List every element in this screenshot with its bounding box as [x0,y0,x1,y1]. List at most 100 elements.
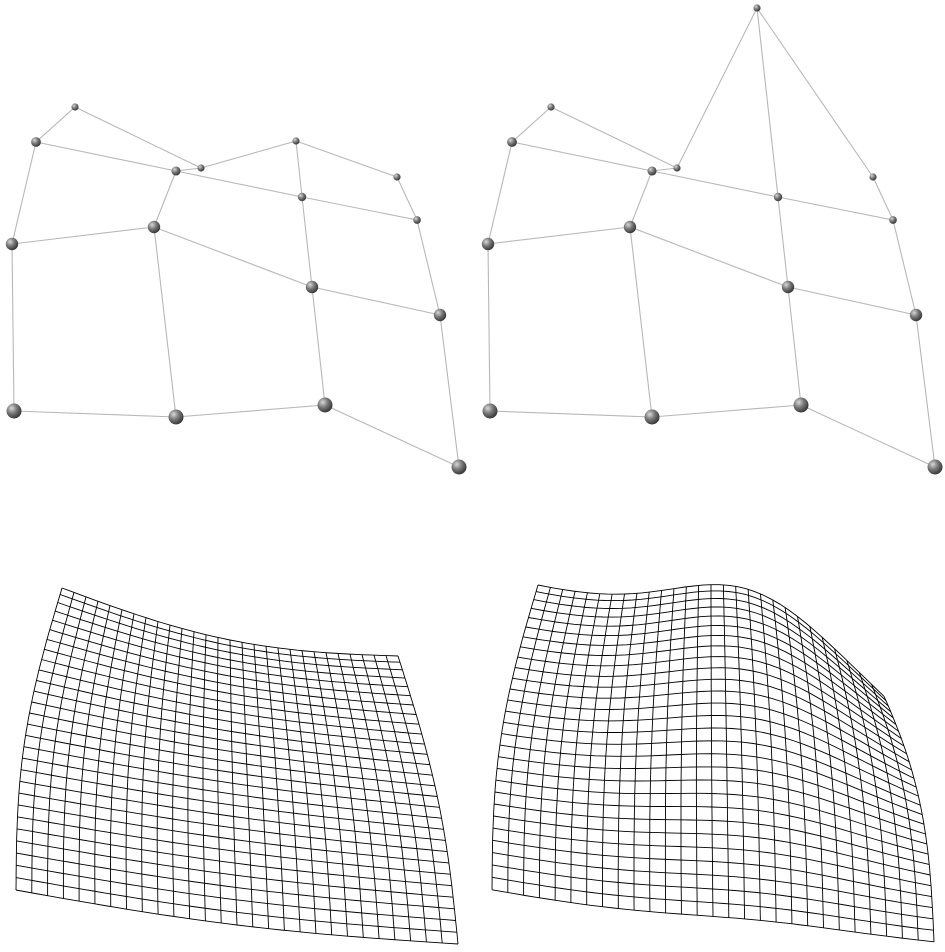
net-edge [153,226,313,288]
mesh-line-v [496,767,926,835]
control-point-sphere [909,308,923,322]
mesh-line-u [277,647,301,932]
mesh-line-u [538,591,576,898]
mesh-line-v [19,780,446,841]
control-point-sphere [673,164,681,172]
control-point-sphere [171,166,181,176]
control-point-sphere [507,137,517,147]
mesh-line-v [44,648,417,715]
mesh-line-u [664,588,675,913]
control-point-sphere [889,216,897,224]
mesh-line-v [61,587,399,657]
net-edge [153,170,177,228]
mesh-line-v [509,688,912,771]
control-point-sphere [292,137,300,145]
mesh-line-u [680,586,687,915]
mesh-line-u [397,655,459,945]
mesh-line-u [649,590,663,912]
mesh-line-v [49,629,411,697]
control-point-sphere [433,308,447,322]
net-edge [295,140,398,178]
mesh-line-v [528,615,894,719]
net-edge [787,286,802,406]
net-edge [153,226,177,418]
mesh-line-v [36,679,425,745]
control-point-sphere [317,397,333,413]
mesh-line-u [301,650,333,935]
control-point-sphere [147,220,161,234]
net-edge [777,196,894,221]
mesh-line-v [16,840,454,898]
control-point-sphere [623,220,637,234]
net-edge [35,106,76,143]
surface-mesh-modified [491,584,935,943]
surface-mesh-original [15,587,459,945]
control-point-sphere [481,237,495,251]
net-edge [311,286,326,406]
mesh-line-v [536,590,887,701]
net-edge [777,196,789,288]
control-point-sphere [869,173,877,181]
net-edge [872,176,894,221]
net-edge [629,170,653,228]
mesh-line-u [110,613,135,907]
mesh-line-v [494,803,930,865]
net-edge [175,170,303,198]
mesh-line-u [858,672,903,939]
net-edge [295,140,303,198]
mesh-line-v [27,723,435,787]
net-edge [756,7,874,178]
mesh-line-v [520,645,902,739]
control-point-sphere [773,192,783,202]
mesh-line-u [217,637,222,924]
mesh-line-v [507,699,915,779]
mesh-line-u [747,589,761,921]
mesh-line-u [633,592,650,911]
mesh-line-u [125,617,147,910]
net-edge [200,140,297,169]
mesh-line-v [20,769,444,830]
mesh-line-v [493,815,931,876]
mesh-line-u [187,631,195,919]
control-point-sphere [647,166,657,176]
mesh-line-u [710,584,714,917]
mesh-line-v [499,744,923,816]
mesh-line-v [31,701,430,766]
mesh-line-u [31,592,75,893]
mesh-line-v [492,852,933,909]
net-edge [511,141,653,172]
mesh-line-u [586,594,613,905]
mesh-line-v [18,792,448,853]
net-edge [800,404,936,468]
mesh-line-u [554,592,588,901]
control-point-sphere [482,403,498,419]
mesh-line-u [772,599,793,924]
mesh-line-u [62,601,99,899]
mesh-line-u [797,616,824,928]
net-edge [550,106,678,169]
mesh-line-u [821,637,856,933]
mesh-line-u [507,587,551,893]
control-point-sphere [644,409,660,425]
mesh-line-u [156,625,171,915]
mesh-line-v [501,733,921,806]
mesh-line-v [531,606,891,713]
control-point-sphere [781,280,795,294]
mesh-line-u [385,655,443,944]
mesh-line-u [759,593,777,923]
control-point-sphere [753,4,761,12]
mesh-line-u [253,644,270,929]
mesh-line-u [313,651,348,937]
mesh-line-u [94,609,123,904]
mesh-line-v [16,828,452,887]
control-point-sphere [547,103,555,111]
mesh-line-u [289,649,317,934]
mesh-line-u [784,607,809,926]
mesh-line-u [570,593,601,903]
mesh-line-v [16,852,455,910]
net-edge [511,106,552,143]
net-edge [35,141,177,172]
mesh-line-v [492,876,934,931]
